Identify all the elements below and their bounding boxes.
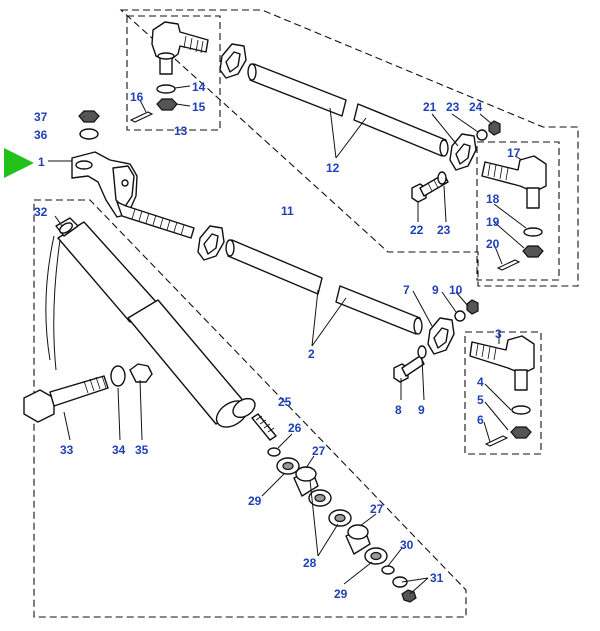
- callout-34: 34: [112, 443, 126, 457]
- callout-29-lower: 29: [334, 587, 348, 601]
- ball-joint-part-17: [481, 155, 547, 271]
- steering-damper-part-25: [45, 217, 277, 441]
- callout-27-upper: 27: [312, 444, 326, 458]
- callout-16: 16: [130, 90, 144, 104]
- callout-17: 17: [507, 146, 521, 160]
- washer-18: [523, 227, 543, 237]
- bolt-33: [23, 375, 109, 423]
- callout-6: 6: [477, 413, 484, 427]
- tie-rod-tube-part-12: [247, 63, 449, 157]
- callout-10: 10: [449, 283, 463, 297]
- group-outline-damper: [33, 199, 467, 618]
- callout-26: 26: [288, 421, 302, 435]
- washer-23-lower: [437, 171, 447, 185]
- callout-24: 24: [469, 100, 483, 114]
- callout-11: 11: [281, 204, 294, 218]
- callout-18: 18: [486, 192, 500, 206]
- washer-14: [156, 84, 176, 94]
- callout-14: 14: [192, 80, 206, 94]
- callout-20: 20: [486, 237, 500, 251]
- callout-30: 30: [400, 538, 414, 552]
- callout-9-upper: 9: [432, 283, 439, 297]
- nut-24: [488, 120, 501, 136]
- ball-joint-part-13: [129, 21, 209, 123]
- callout-25: 25: [278, 395, 292, 409]
- tie-rod-tube-part-2: [225, 239, 423, 335]
- castle-nut-19: [522, 245, 544, 258]
- callout-23-upper: 23: [446, 100, 460, 114]
- clamp-upper-left: [219, 43, 247, 79]
- washer-9-lower: [417, 345, 427, 359]
- location-pointer-icon: [4, 148, 34, 178]
- callout-15: 15: [192, 100, 206, 114]
- clamp-part-21: [449, 133, 477, 171]
- clamp-lower-left: [197, 225, 225, 261]
- group-outline-tie-rod-upper: [119, 9, 579, 287]
- castle-nut-5: [510, 426, 532, 439]
- callout-8: 8: [395, 403, 402, 417]
- callout-13: 13: [174, 124, 188, 138]
- callout-31: 31: [430, 571, 444, 585]
- split-pin-16: [129, 111, 154, 123]
- washer-36: [79, 128, 99, 140]
- washer-4: [511, 405, 531, 415]
- washer-26: [267, 447, 281, 457]
- callout-4: 4: [477, 375, 484, 389]
- callout-36: 36: [34, 128, 48, 142]
- callout-27-lower: 27: [370, 502, 384, 516]
- ball-joint-part-3: [469, 335, 535, 447]
- callout-32: 32: [34, 205, 48, 219]
- callout-7: 7: [403, 283, 410, 297]
- callout-29-upper: 29: [248, 494, 262, 508]
- washer-9-upper: [454, 310, 466, 322]
- leader-lines: [48, 85, 527, 595]
- washer-34: [110, 365, 126, 387]
- bush-set-upper: [276, 457, 332, 507]
- group-outlines: [33, 9, 579, 618]
- callout-2: 2: [308, 347, 315, 361]
- castle-nut-15: [156, 98, 178, 111]
- subassembly-box-13: [126, 15, 221, 131]
- callout-19: 19: [486, 215, 500, 229]
- bolt-8: [393, 355, 425, 383]
- nut-37: [78, 110, 100, 123]
- callout-35: 35: [135, 443, 149, 457]
- callout-3: 3: [495, 327, 502, 341]
- callout-28: 28: [303, 556, 317, 570]
- clamp-part-7: [427, 317, 455, 355]
- callout-23-lower: 23: [437, 223, 451, 237]
- callout-37: 37: [34, 110, 48, 124]
- nut-35: [129, 363, 153, 383]
- callout-33: 33: [60, 443, 74, 457]
- nut-10: [466, 299, 479, 315]
- callout-labels: 1 2 3 4 5 6 7 8 9 9 10 11 12 13 14 15 16…: [34, 80, 521, 601]
- drop-arm-part-1: [71, 151, 195, 239]
- callout-12: 12: [326, 161, 340, 175]
- washer-23-upper: [476, 129, 488, 141]
- callout-22: 22: [410, 223, 424, 237]
- callout-5: 5: [477, 393, 484, 407]
- callout-21: 21: [423, 100, 437, 114]
- split-pin-6: [484, 435, 509, 447]
- split-pin-20: [496, 259, 521, 271]
- bush-set-lower: [328, 509, 417, 603]
- callout-1: 1: [38, 155, 45, 169]
- subassembly-box-3: [464, 331, 542, 455]
- callout-9-lower: 9: [418, 403, 425, 417]
